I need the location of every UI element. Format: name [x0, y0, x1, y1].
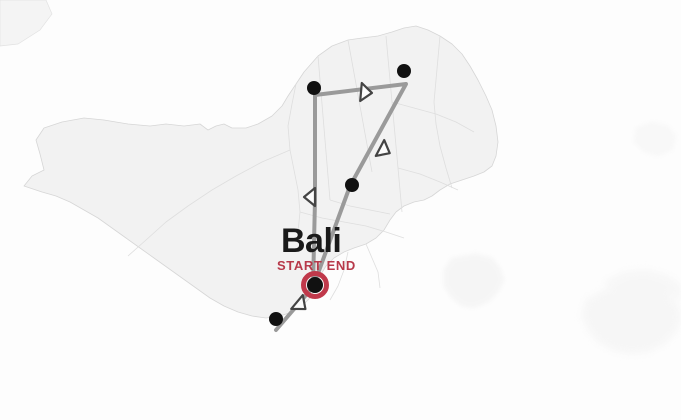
direction-arrow-east — [374, 138, 391, 158]
start-end-marker-ring — [301, 271, 329, 299]
start-end-marker[interactable] — [301, 271, 329, 299]
java-east-tip — [0, 0, 53, 47]
waypoint-central[interactable] — [345, 178, 359, 192]
direction-arrow-south — [290, 293, 307, 311]
nusa-penida-island — [443, 253, 505, 309]
direction-arrow-north — [359, 81, 374, 103]
lombok-island — [581, 269, 681, 355]
direction-arrow-west — [302, 186, 317, 208]
waypoint-north-west[interactable] — [307, 81, 321, 95]
waypoint-north-east[interactable] — [397, 64, 411, 78]
waypoint-south-west[interactable] — [269, 312, 283, 326]
direction-arrows-group — [290, 81, 391, 311]
small-island-northeast — [633, 121, 677, 157]
waypoints-group[interactable] — [269, 64, 411, 326]
start-end-marker-core[interactable] — [307, 277, 323, 293]
